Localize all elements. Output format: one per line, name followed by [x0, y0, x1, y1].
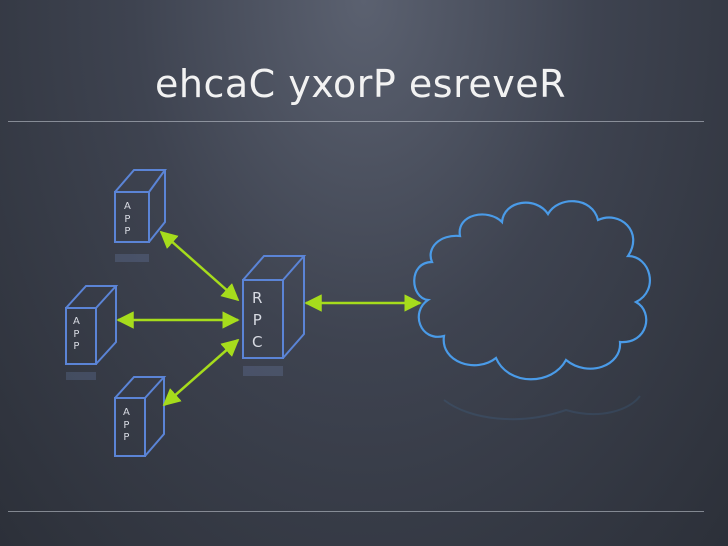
app-middle-label: A P P	[73, 316, 80, 352]
rpc-server	[242, 255, 307, 359]
internet-cloud	[413, 200, 651, 421]
app-top-label: A P P	[124, 201, 131, 237]
arrow-rpc-app-bottom	[162, 338, 240, 407]
footer-divider	[8, 511, 704, 512]
rpc-label: R P C	[252, 289, 263, 351]
app-server-middle	[65, 285, 119, 365]
app-server-top	[114, 169, 167, 243]
app-bottom-label: A P P	[123, 407, 130, 443]
title-divider	[8, 121, 704, 122]
arrow-rpc-app-top	[159, 230, 240, 302]
slide-title: ehcaC yxorP esreveR	[155, 62, 567, 106]
